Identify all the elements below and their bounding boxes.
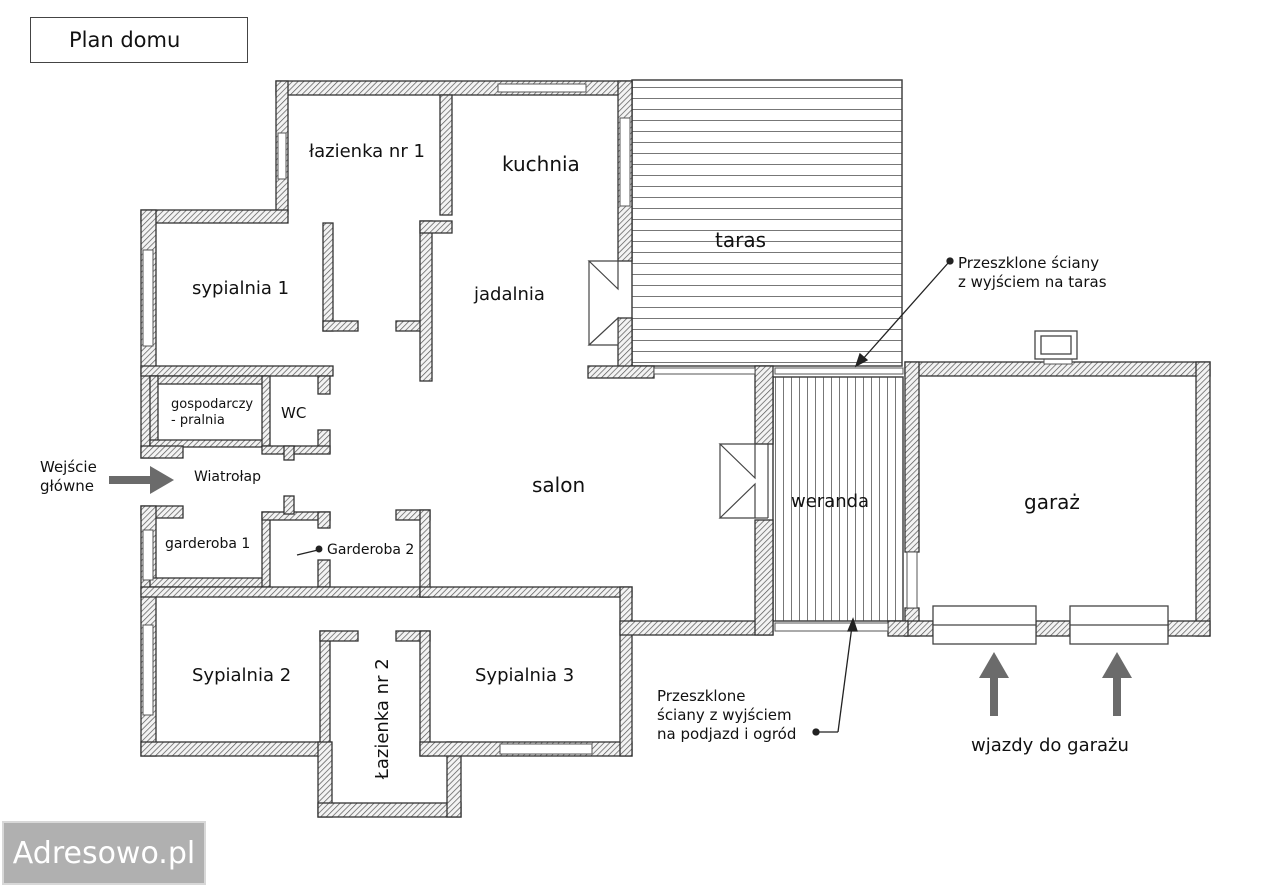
veranda-decking	[772, 376, 904, 622]
glass-garden-note-line3: na podjazd i ogród	[657, 725, 797, 743]
glass-garden-note-line2: ściany z wyjściem	[657, 706, 792, 724]
room-label-wc: WC	[281, 404, 307, 422]
room-label-taras: taras	[715, 228, 766, 252]
glass-garden-note-line1: Przeszklone	[657, 687, 746, 705]
room-label-gospodarczy: gospodarczy	[171, 397, 254, 412]
room-label-kuchnia: kuchnia	[502, 152, 580, 176]
room-label-sypialnia-2: Sypialnia 2	[192, 665, 292, 686]
room-label-sypialnia-3: Sypialnia 3	[475, 665, 575, 686]
room-label-garderoba-1: garderoba 1	[165, 536, 251, 552]
annotation-pointers	[296, 257, 954, 736]
glass-terrace-note-line2: z wyjściem na taras	[958, 273, 1107, 291]
room-label-pralnia: - pralnia	[171, 413, 225, 428]
room-label-garaz: garaż	[1024, 490, 1080, 514]
room-label-salon: salon	[532, 473, 586, 497]
garage-doors	[932, 605, 1169, 645]
terrace-decking	[631, 79, 903, 367]
glass-terrace-note-line1: Przeszklone ściany	[958, 254, 1100, 272]
room-label-garderoba-2: Garderoba 2	[327, 542, 415, 558]
room-label-jadalnia: jadalnia	[474, 284, 545, 305]
room-label-lazienka-1: łazienka nr 1	[309, 141, 425, 162]
plan-title: Plan domu	[30, 17, 248, 63]
glass-doors	[587, 260, 769, 519]
adresowo-watermark: Adresowo.pl	[2, 821, 206, 885]
garage-entry-arrows	[979, 652, 1132, 716]
room-label-lazienka-2: Łazienka nr 2	[372, 658, 394, 780]
entrance-arrow	[109, 466, 174, 494]
room-label-sypialnia-1: sypialnia 1	[192, 278, 290, 299]
entrance-label-line2: główne	[40, 477, 94, 495]
garage-entries-label: wjazdy do garażu	[971, 735, 1129, 756]
garage-device	[1034, 330, 1078, 360]
room-label-weranda: weranda	[791, 491, 870, 512]
entrance-label-line1: Wejście	[40, 458, 97, 476]
room-label-wiatrolap: Wiatrołap	[194, 469, 261, 485]
windows	[142, 83, 1073, 755]
